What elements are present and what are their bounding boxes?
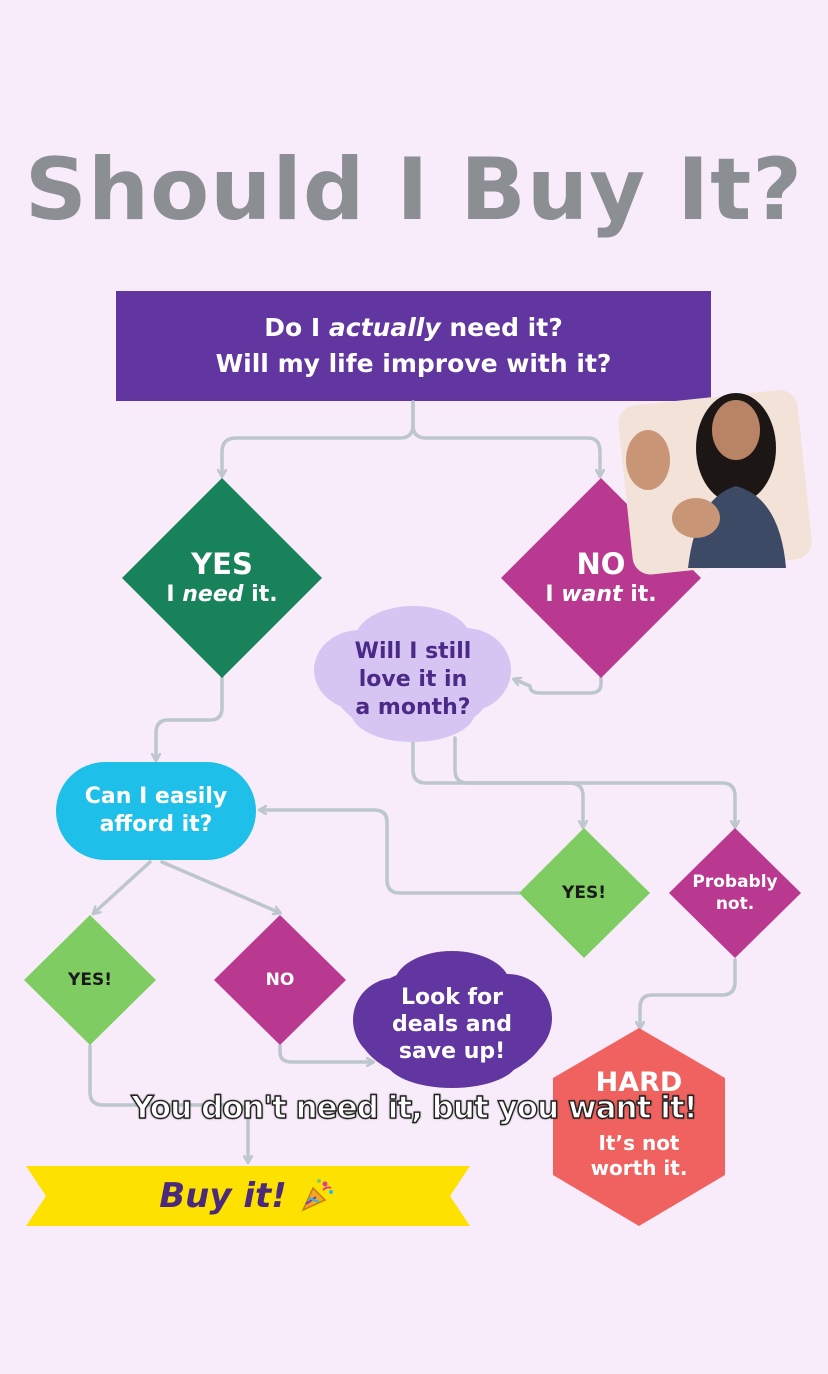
arrow-probably-to-hard (640, 958, 737, 1026)
yes-need-diamond (122, 478, 322, 678)
arrow-no-to-love (516, 674, 603, 695)
arrow-afford-to-yes (95, 860, 152, 912)
arrow-no-to-deals (278, 1044, 371, 1062)
question-line-2: Will my life improve with it? (215, 349, 612, 378)
arrow-yes-to-afford (156, 674, 224, 758)
no-afford-diamond (214, 915, 346, 1045)
buy-it-banner (26, 1166, 470, 1226)
arrow-yes-to-buy (88, 1044, 248, 1160)
arrow-love-to-probably (453, 736, 735, 825)
arrow-afford-to-no (160, 860, 278, 912)
still-love-cloud (314, 606, 511, 742)
yes-love-diamond (519, 828, 650, 958)
question-emphasis: actually (328, 313, 441, 342)
page-title: Should I Buy It? (24, 140, 804, 240)
question-box: Do I actually need it? Will my life impr… (116, 291, 711, 401)
probably-not-diamond (669, 828, 801, 958)
arrow-question-to-yes (222, 400, 415, 474)
arrow-question-to-no (411, 400, 600, 474)
afford-pill (56, 762, 256, 860)
video-caption: You don't need it, but you want it! (130, 1089, 698, 1126)
deals-cloud (353, 951, 552, 1088)
arrow-yes-back-to-afford (262, 810, 521, 895)
yes-afford-diamond (24, 915, 156, 1045)
hard-pass-hexagon (553, 1028, 725, 1226)
presenter-photo (618, 390, 812, 575)
connector-lines (88, 400, 737, 1160)
question-line-1: Do I actually need it? (264, 313, 563, 342)
